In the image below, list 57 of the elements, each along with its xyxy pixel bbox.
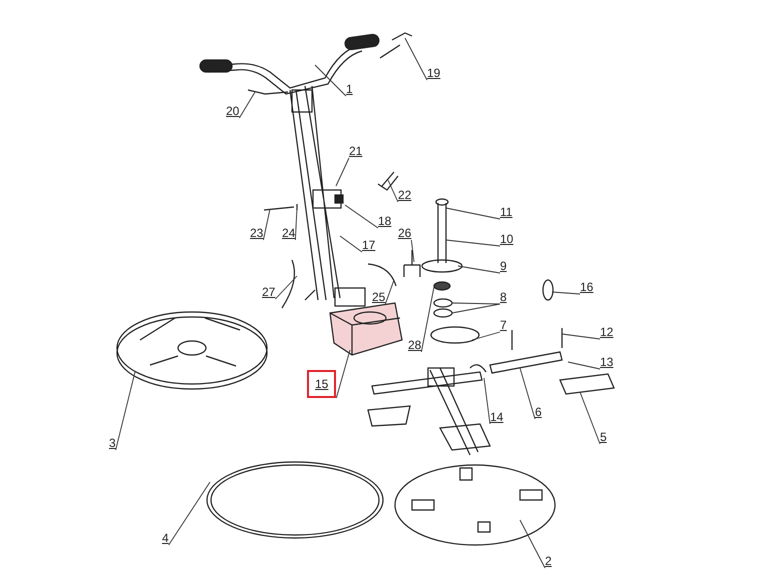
leader-line	[274, 276, 298, 300]
callout-number: 16	[580, 280, 594, 294]
leader-line	[420, 286, 434, 352]
leader-line	[388, 180, 398, 202]
leader-line	[562, 334, 600, 340]
callout-number: 17	[362, 238, 376, 252]
callout-number: 8	[500, 290, 507, 304]
leader-line	[520, 368, 536, 420]
callout-number: 23	[250, 226, 264, 240]
leader-line	[552, 292, 580, 294]
leader-line	[404, 38, 428, 80]
leader-line	[484, 378, 490, 424]
leader-line	[410, 240, 414, 262]
leader-line	[115, 372, 136, 450]
leader-line	[168, 482, 210, 546]
callout-number: 22	[398, 188, 412, 202]
callout-number: 15	[307, 370, 336, 398]
leader-line	[336, 158, 350, 186]
leader-line	[568, 362, 600, 370]
leader-line	[580, 392, 600, 444]
callout-number: 11	[500, 205, 512, 219]
leader-line	[336, 350, 350, 398]
leader-line	[262, 208, 270, 240]
callout-number: 18	[378, 214, 392, 228]
leader-line	[446, 208, 500, 220]
leader-line	[472, 332, 500, 340]
leader-line	[344, 204, 378, 228]
callout-number: 28	[408, 338, 422, 352]
callout-number: 1	[346, 82, 353, 96]
leader-line	[446, 240, 500, 246]
callout-number: 2	[545, 554, 552, 568]
callout-number: 3	[109, 436, 116, 450]
callout-number: 14	[490, 410, 504, 424]
callout-number: 27	[262, 285, 276, 299]
callout-number: 4	[162, 531, 169, 545]
callout-number: 19	[427, 66, 440, 80]
callout-number: 13	[600, 355, 614, 369]
callout-number: 9	[500, 259, 507, 273]
leader-line	[294, 206, 298, 240]
leader-line	[452, 302, 500, 304]
callout-number: 26	[398, 226, 412, 240]
callout-number: 10	[500, 232, 514, 246]
callout-number: 21	[349, 144, 362, 158]
leader-line	[238, 92, 256, 118]
callout-number: 7	[500, 318, 507, 332]
leader-line	[458, 266, 500, 274]
leader-line	[520, 520, 546, 568]
callout-number: 24	[282, 226, 296, 240]
leader-line	[314, 64, 346, 96]
callout-number: 20	[226, 104, 240, 118]
callout-number: 6	[535, 405, 542, 419]
callout-number: 12	[600, 325, 614, 339]
callout-number: 25	[372, 290, 386, 304]
leader-line	[340, 236, 362, 252]
leader-line	[384, 280, 394, 304]
leader-line	[452, 304, 500, 314]
callout-number: 5	[600, 430, 607, 444]
